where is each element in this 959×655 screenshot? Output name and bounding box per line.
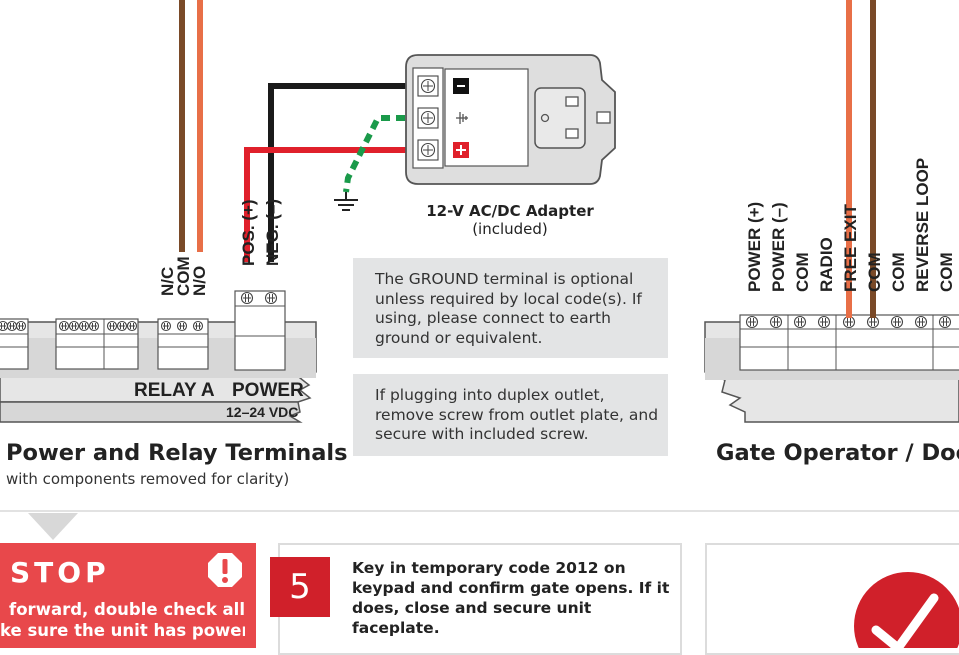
- stop-line-2: ke sure the unit has power!: [0, 621, 245, 640]
- left-section-title: Power and Relay Terminals: [6, 440, 348, 466]
- power-range-label: 12–24 VDC: [226, 404, 299, 420]
- gate-label-power-neg: POWER (–): [769, 202, 788, 292]
- ground-symbol-icon: [334, 192, 358, 211]
- screw-icon: [176, 320, 188, 332]
- screw-icon: [0, 320, 9, 332]
- screw-icon: [160, 320, 172, 332]
- pos-wire-label: POS. (+): [239, 199, 258, 266]
- pointer-arrow: [28, 513, 78, 540]
- screw-icon: [769, 315, 783, 329]
- screw-icon: [88, 320, 100, 332]
- gate-label-power-pos: POWER (+): [745, 201, 764, 292]
- power-label: POWER: [232, 380, 304, 401]
- neg-wire-label: NEG. (–): [263, 198, 282, 266]
- adapter-title: 12-V AC/DC Adapter: [426, 202, 594, 220]
- screw-icon: [793, 315, 807, 329]
- screw-icon: [817, 315, 831, 329]
- gate-label-free-exit: FREE EXIT: [841, 204, 860, 292]
- relay-label-no: N/O: [190, 265, 209, 296]
- adapter-subtitle: (included): [472, 220, 548, 238]
- screw-icon: [58, 320, 70, 332]
- left-section-subtitle: with components removed for clarity): [6, 470, 290, 488]
- screw-icon: [745, 315, 759, 329]
- screw-icon: [68, 320, 80, 332]
- screw-icon: [264, 291, 278, 305]
- step-number: 5: [270, 557, 330, 617]
- ground-wire: [343, 115, 420, 193]
- negative-wire: [268, 83, 420, 262]
- gate-label-com-2: COM: [865, 252, 884, 292]
- stop-text: forward, double check all ke sure the un…: [0, 599, 245, 641]
- screw-icon: [6, 320, 18, 332]
- gate-label-com-1: COM: [793, 252, 812, 292]
- right-section-title: Gate Operator / Door: [716, 440, 959, 466]
- adapter-terminal-screw-icon: [417, 107, 439, 129]
- adapter-device: [405, 54, 616, 185]
- screw-icon: [866, 315, 880, 329]
- ground-note: The GROUND terminal is optional unless r…: [353, 258, 668, 358]
- checkmark-overlay: [854, 572, 959, 648]
- step-text: Key in temporary code 2012 on keypad and…: [352, 559, 670, 637]
- screw-icon: [15, 320, 27, 332]
- screw-icon: [116, 320, 128, 332]
- screw-icon: [842, 315, 856, 329]
- screw-icon: [106, 320, 118, 332]
- screw-icon: [78, 320, 90, 332]
- screw-icon: [914, 315, 928, 329]
- alert-icon: [208, 553, 242, 587]
- outlet-note: If plugging into duplex outlet, remove s…: [353, 374, 668, 456]
- stop-title: STOP: [10, 556, 110, 589]
- stop-callout: STOP forward, double check all ke sure t…: [0, 543, 256, 648]
- screw-icon: [938, 315, 952, 329]
- gate-label-reverse-loop: REVERSE LOOP: [913, 157, 932, 292]
- screw-icon: [240, 291, 254, 305]
- gate-label-com-4: COM: [937, 252, 956, 292]
- power-terminal-block: [234, 290, 286, 371]
- adapter-caption: 12-V AC/DC Adapter (included): [410, 202, 610, 238]
- relay-a-label: RELAY A: [134, 380, 215, 401]
- adapter-terminal-screw-icon: [417, 139, 439, 161]
- screw-icon: [192, 320, 204, 332]
- screw-icon: [890, 315, 904, 329]
- gate-label-radio: RADIO: [817, 237, 836, 292]
- gate-label-com-3: COM: [889, 252, 908, 292]
- stop-line-1: forward, double check all: [9, 600, 245, 619]
- adapter-terminal-screw-icon: [417, 75, 439, 97]
- screw-icon: [126, 320, 138, 332]
- outlet-icon: [534, 87, 611, 149]
